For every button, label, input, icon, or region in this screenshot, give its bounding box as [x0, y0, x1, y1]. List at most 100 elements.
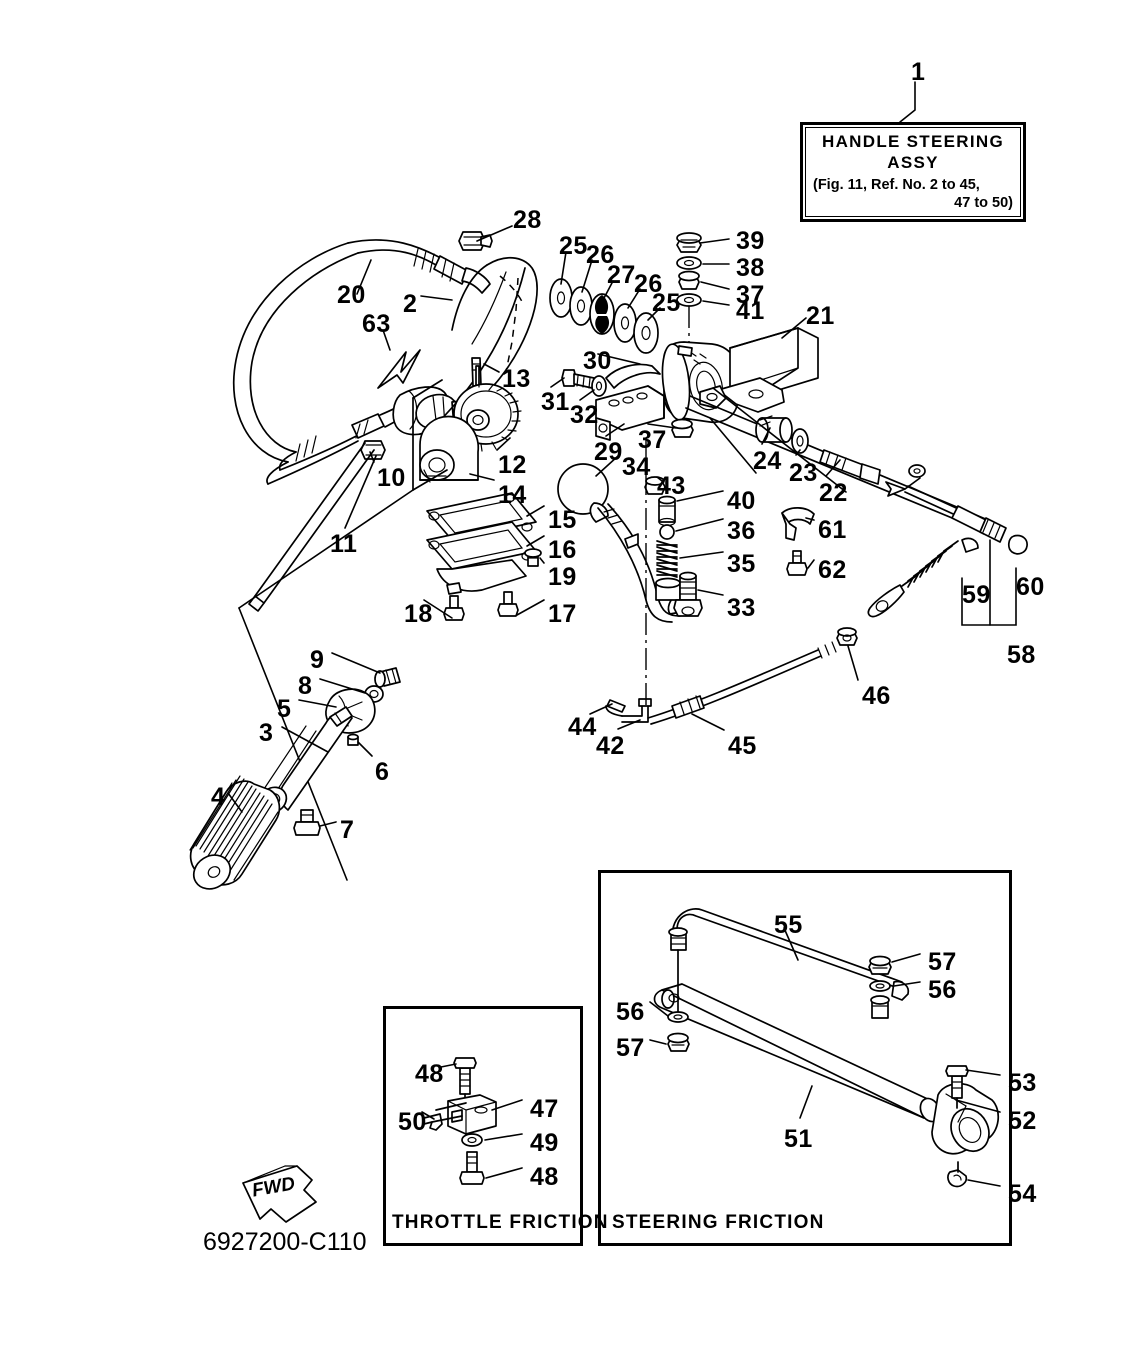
callout-number-38: 38: [736, 254, 765, 282]
callout-number-63: 63: [362, 310, 391, 338]
callout-number-61: 61: [818, 516, 847, 544]
inset-caption-throttle: THROTTLE FRICTION: [392, 1212, 609, 1233]
callout-number-16: 16: [548, 536, 577, 564]
title-box-line3: (Fig. 11, Ref. No. 2 to 45,: [813, 177, 980, 193]
callout-number-34: 34: [622, 453, 651, 481]
callout-number-60: 60: [1016, 573, 1045, 601]
callout-number-24: 24: [753, 447, 782, 475]
part-11-rod: [248, 442, 375, 612]
callout-number-25: 25: [559, 232, 588, 260]
parts-58-60-cable-end: [867, 464, 1028, 626]
shift-lever-assembly: [597, 476, 703, 623]
inset-steering-friction: [598, 870, 1012, 1246]
callout-number-14: 14: [498, 481, 527, 509]
callout-number-9: 9: [310, 646, 325, 674]
parts-29-32: [561, 363, 694, 441]
title-box-line1: HANDLE STEERING: [822, 132, 1004, 151]
title-box: HANDLE STEERING ASSY (Fig. 11, Ref. No. …: [800, 122, 1026, 222]
callout-number-54: 54: [1008, 1180, 1037, 1208]
fwd-arrow: [242, 1165, 317, 1223]
callout-number-29: 29: [594, 438, 623, 466]
drawing-number: 6927200-C110: [203, 1228, 367, 1256]
inset-steering-art: [649, 908, 1001, 1188]
title-box-line4: 47 to 50): [954, 195, 1013, 211]
inset-caption-steering: STEERING FRICTION: [612, 1212, 825, 1233]
inset-throttle-art: [421, 1057, 523, 1185]
part-28-bolt: [458, 231, 493, 251]
callout-number-50: 50: [398, 1108, 427, 1136]
callout-number-26: 26: [634, 270, 663, 298]
callout-number-39: 39: [736, 227, 765, 255]
callout-number-44: 44: [568, 713, 597, 741]
callout-number-30: 30: [583, 347, 612, 375]
callout-number-42: 42: [596, 732, 625, 760]
part-20-cable-loop: [232, 239, 491, 485]
callout-number-31: 31: [541, 388, 570, 416]
callout-number-35: 35: [727, 550, 756, 578]
callout-number-2: 2: [403, 290, 418, 318]
callout-number-59: 59: [962, 581, 991, 609]
callout-number-37: 37: [638, 426, 667, 454]
callout-number-40: 40: [727, 487, 756, 515]
washer-stack: [549, 278, 659, 354]
callout-number-27: 27: [607, 261, 636, 289]
leader-lines-main: [227, 225, 859, 827]
callout-number-36: 36: [727, 517, 756, 545]
callout-number-56: 56: [616, 998, 645, 1026]
part-14-cam: [412, 379, 480, 491]
callout-number-8: 8: [298, 672, 313, 700]
parts-42-46-cable: [605, 438, 858, 725]
callout-number-23: 23: [789, 459, 818, 487]
part-21-bracket: [661, 327, 989, 533]
callout-number-19: 19: [548, 563, 577, 591]
callout-number-18: 18: [404, 600, 433, 628]
callout-number-57: 57: [928, 948, 957, 976]
title-box-line2: ASSY: [887, 153, 939, 172]
callout-number-57: 57: [616, 1034, 645, 1062]
callout-number-11: 11: [330, 530, 358, 558]
parts-15-19-plates: [426, 492, 542, 621]
callout-number-12: 12: [498, 451, 527, 479]
callout-number-7: 7: [340, 816, 355, 844]
callout-number-21: 21: [806, 302, 835, 330]
callout-number-15: 15: [548, 506, 577, 534]
inset-throttle-friction: [383, 1006, 583, 1246]
callout-number-51: 51: [784, 1125, 813, 1153]
callout-number-37: 37: [736, 281, 765, 309]
callout-number-53: 53: [1008, 1069, 1037, 1097]
spring-35: [656, 540, 678, 578]
callout-number-5: 5: [277, 695, 292, 723]
callout-number-17: 17: [548, 600, 577, 628]
callout-number-45: 45: [728, 732, 757, 760]
callout-number-46: 46: [862, 682, 891, 710]
callout-number-48: 48: [530, 1163, 559, 1191]
callout-number-28: 28: [513, 206, 542, 234]
callout-number-62: 62: [818, 556, 847, 584]
callout-number-4: 4: [211, 783, 226, 811]
callout-number-55: 55: [774, 911, 803, 939]
callout-number-43: 43: [657, 472, 686, 500]
callout-number-49: 49: [530, 1129, 559, 1157]
spring-59: [901, 540, 959, 588]
callout-number-33: 33: [727, 594, 756, 622]
callout-number-48: 48: [415, 1060, 444, 1088]
callout-number-6: 6: [375, 758, 390, 786]
callout-number-13: 13: [502, 365, 531, 393]
parts-22-24: [755, 415, 881, 485]
callout-number-41: 41: [736, 297, 765, 325]
callout-number-47: 47: [530, 1095, 559, 1123]
callout-number-56: 56: [928, 976, 957, 1004]
callout-number-1: 1: [911, 58, 926, 86]
callout-number-25: 25: [652, 289, 681, 317]
callout-number-52: 52: [1008, 1107, 1037, 1135]
callout-number-58: 58: [1007, 641, 1036, 669]
callout-number-26: 26: [586, 241, 615, 269]
callout-number-32: 32: [570, 401, 599, 429]
parts-61-62: [781, 507, 815, 576]
grip-assembly: [189, 489, 414, 890]
callout-number-10: 10: [377, 464, 406, 492]
callout-number-3: 3: [259, 719, 274, 747]
fastener-stack-39-41: [676, 232, 702, 430]
